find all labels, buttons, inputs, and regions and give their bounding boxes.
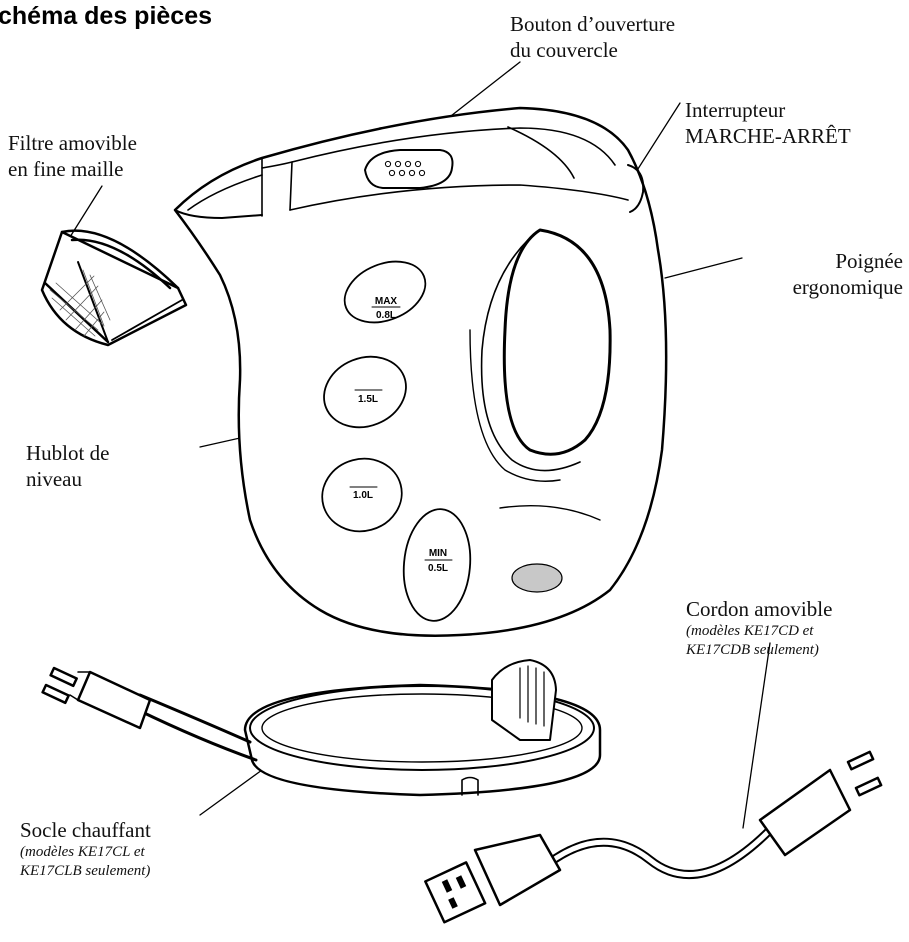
label-base: Socle chauffant (modèles KE17CL et KE17C…: [20, 818, 151, 879]
leader-handle: [664, 257, 743, 279]
appliance-connector: [473, 833, 562, 907]
diagram-title: chéma des pièces: [0, 2, 213, 30]
label-lid-button: Bouton d’ouverture du couvercle: [510, 12, 676, 62]
level-15-window: 1.5L: [323, 355, 407, 429]
level-10-window: 1.0L: [321, 457, 403, 533]
level-10-label: 1.0L: [353, 490, 373, 501]
filter-mesh: [49, 269, 111, 337]
max-volume: 0.8L: [376, 310, 396, 321]
min-label: MIN: [429, 548, 447, 559]
level-15-label: 1.5L: [358, 394, 378, 405]
min-volume: 0.5L: [428, 563, 448, 574]
power-switch: [627, 164, 645, 213]
label-power-switch: Interrupteur MARCHE-ARRÊT: [685, 98, 851, 148]
min-window: MIN 0.5L: [402, 508, 472, 622]
base-plug: [76, 670, 152, 730]
heating-base: [243, 659, 602, 797]
leader-cord: [742, 642, 771, 829]
kettle-body: MAX 0.8L 1.5L 1.0L MIN 0.5L: [173, 106, 668, 637]
label-handle: Poignée ergonomique: [792, 249, 903, 299]
base-cord: [41, 666, 258, 762]
leader-base: [199, 769, 263, 816]
detachable-cord: [424, 750, 883, 924]
base-connector: [491, 659, 557, 741]
handle-opening: [502, 228, 612, 456]
label-water-window: Hublot de niveau: [26, 441, 110, 491]
max-window: MAX 0.8L: [343, 260, 427, 324]
removable-filter: [40, 229, 188, 347]
max-label: MAX: [375, 296, 398, 307]
lid-release-button: [364, 149, 454, 189]
lid-button-grip: [384, 160, 426, 177]
wall-plug: [758, 768, 852, 857]
leader-power-switch: [635, 102, 681, 173]
label-filter: Filtre amovible en fine maille: [8, 131, 137, 181]
label-cord: Cordon amovible (modèles KE17CD et KE17C…: [686, 597, 833, 658]
indicator-light: [511, 563, 563, 593]
